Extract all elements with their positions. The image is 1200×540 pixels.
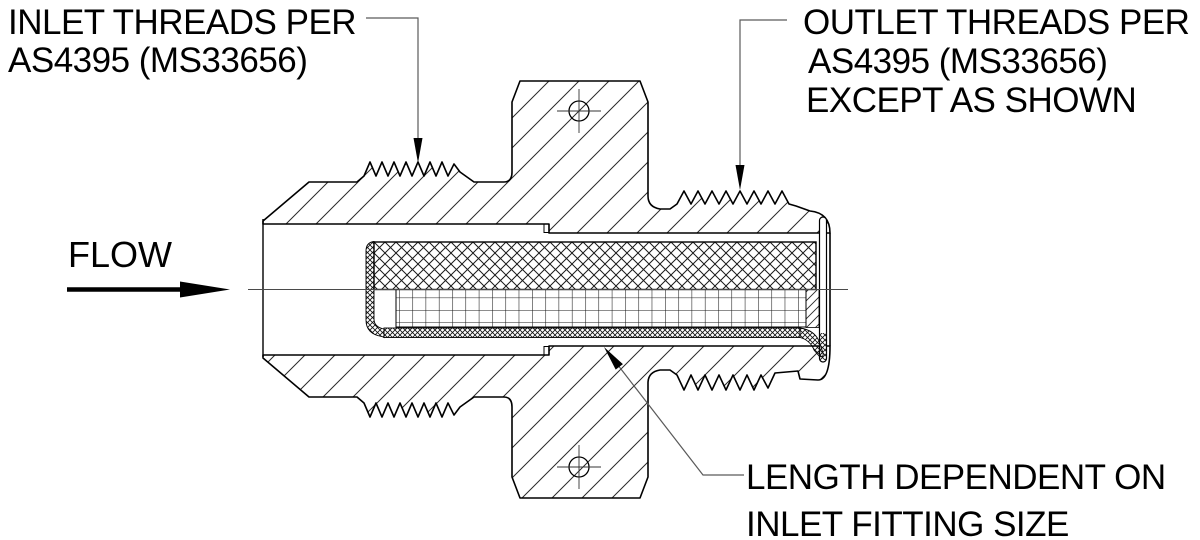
filter-end-cap (365, 240, 385, 339)
safety-wire-hole-top (557, 89, 601, 133)
bore-step-bottom (543, 346, 549, 355)
inlet-leader-line (366, 17, 419, 140)
filter-element (365, 216, 828, 363)
fitting-body (262, 80, 831, 499)
length-leader-line (606, 350, 744, 476)
outlet-threads-label-line2: AS4395 (MS33656) (808, 42, 1107, 81)
filter-rim-hatched-end (819, 333, 827, 360)
flow-label: FLOW (68, 234, 172, 275)
outlet-threads-label-line3: EXCEPT AS SHOWN (806, 81, 1136, 120)
filter-core-grid (395, 289, 807, 328)
body-top-section (262, 80, 831, 234)
length-note-line1: LENGTH DEPENDENT ON (746, 458, 1166, 497)
flow-arrow-head (180, 281, 230, 298)
flow-direction-arrow (67, 281, 230, 298)
leader-lines (366, 17, 787, 476)
length-leader-arrowhead (604, 347, 623, 370)
outlet-leader-arrowhead (735, 165, 745, 190)
bore-step-top (543, 224, 549, 233)
annotations: INLET THREADS PER AS4395 (MS33656) OUTLE… (8, 3, 1190, 540)
outlet-leader-line (739, 19, 787, 167)
inlet-threads-label-line1: INLET THREADS PER (8, 3, 356, 42)
filter-liner-strip (383, 327, 801, 338)
inlet-threads-label-line2: AS4395 (MS33656) (8, 41, 307, 80)
filter-mesh-band (373, 241, 817, 291)
outlet-threads-label-line1: OUTLET THREADS PER (803, 3, 1189, 42)
inlet-leader-arrowhead (413, 138, 423, 163)
outlet-support-ring (805, 289, 820, 328)
safety-wire-hole-bottom (557, 445, 601, 489)
body-bottom-section (262, 345, 831, 499)
length-note-line2: INLET FITTING SIZE (746, 505, 1069, 540)
